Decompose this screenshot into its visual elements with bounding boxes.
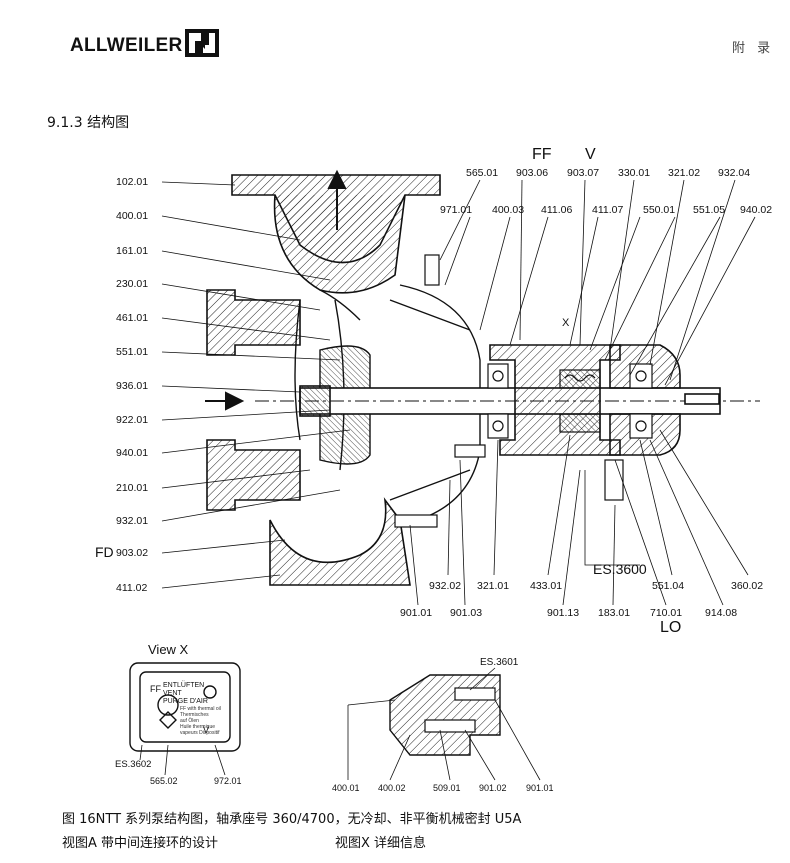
part-label: 901.01: [400, 607, 433, 619]
x-view-marker: X: [562, 317, 570, 329]
part-label: 932.04: [718, 167, 751, 179]
part-label: 914.08: [705, 607, 738, 619]
part-label: 903.06: [516, 167, 549, 179]
brand-name: ALLWEILER: [70, 35, 183, 56]
part-label: 901.02: [479, 783, 507, 793]
es3600-label: ES.3600: [593, 561, 647, 577]
es3601-label: ES.3601: [480, 657, 519, 668]
part-label: 971.01: [440, 204, 473, 216]
part-label: 400.01: [116, 210, 149, 222]
part-label: 230.01: [116, 278, 149, 290]
part-label: 321.01: [477, 580, 510, 592]
part-label: 183.01: [598, 607, 631, 619]
part-label: 102.01: [116, 176, 149, 188]
part-label: 932.02: [429, 580, 462, 592]
es3602-label: ES.3602: [115, 759, 152, 770]
mechanical-seal: [559, 369, 601, 433]
figure-caption-view-x: 视图X 详细信息: [335, 836, 427, 851]
ff-label: FF: [532, 146, 552, 163]
part-label: 411.06: [541, 204, 573, 216]
part-label: 551.05: [693, 204, 726, 216]
part-label: 461.01: [116, 312, 149, 324]
part-label: 901.03: [450, 607, 483, 619]
allweiler-logo: [185, 29, 219, 57]
section-title: 9.1.3 结构图: [47, 115, 130, 131]
part-label: 210.01: [116, 482, 149, 494]
part-label: 400.03: [492, 204, 525, 216]
part-label: 936.01: [116, 380, 149, 392]
part-label: 940.02: [740, 204, 773, 216]
leader-lines: [161, 179, 756, 606]
part-label: 433.01: [530, 580, 563, 592]
pump-shaft: [255, 385, 760, 417]
part-label: 903.07: [567, 167, 600, 179]
part-label: 509.01: [433, 783, 461, 793]
fd-label: FD: [95, 544, 114, 560]
part-label: 330.01: [618, 167, 651, 179]
part-label: 901.13: [547, 607, 580, 619]
part-label: 565.01: [466, 167, 499, 179]
part-label: 360.02: [731, 580, 764, 592]
v-label: V: [585, 146, 596, 163]
vent-fine-print: FF with thermal oil Thermisches auf Ölen…: [180, 706, 221, 736]
part-label: 565.02: [150, 776, 178, 786]
flow-arrows: [205, 169, 347, 411]
part-label: 551.04: [652, 580, 685, 592]
part-label: 932.01: [116, 515, 149, 527]
view-x-title: View X: [148, 642, 189, 657]
part-label: 551.01: [116, 346, 149, 358]
view-x-panel: [129, 662, 241, 752]
bolts: [394, 254, 624, 528]
figure-caption-view-a: 视图A 带中间连接环的设计: [62, 836, 219, 851]
part-label: 922.01: [116, 414, 149, 426]
part-label: 400.02: [378, 783, 406, 793]
part-label: 321.02: [668, 167, 701, 179]
part-label: 411.07: [592, 204, 624, 216]
vent-text: ENTLÜFTEN VENT PURGE D'AIR: [163, 682, 208, 705]
part-label: 550.01: [643, 204, 676, 216]
view-x-ff: FF: [150, 684, 161, 694]
appendix-label: 附 录: [732, 41, 775, 56]
part-label: 400.01: [332, 783, 360, 793]
lo-label: LO: [660, 619, 682, 636]
part-label: 940.01: [116, 447, 149, 459]
part-label: 903.02: [116, 547, 149, 559]
part-label: 972.01: [214, 776, 242, 786]
part-label: 901.01: [526, 783, 554, 793]
figure-caption: 图 16NTT 系列泵结构图，轴承座号 360/4700，无冷却、非平衡机械密封…: [62, 812, 522, 827]
part-label: 411.02: [116, 582, 148, 594]
part-label: 710.01: [650, 607, 683, 619]
bearings: [487, 363, 653, 439]
view-x-v: V: [203, 725, 210, 735]
part-label: 161.01: [116, 245, 149, 257]
